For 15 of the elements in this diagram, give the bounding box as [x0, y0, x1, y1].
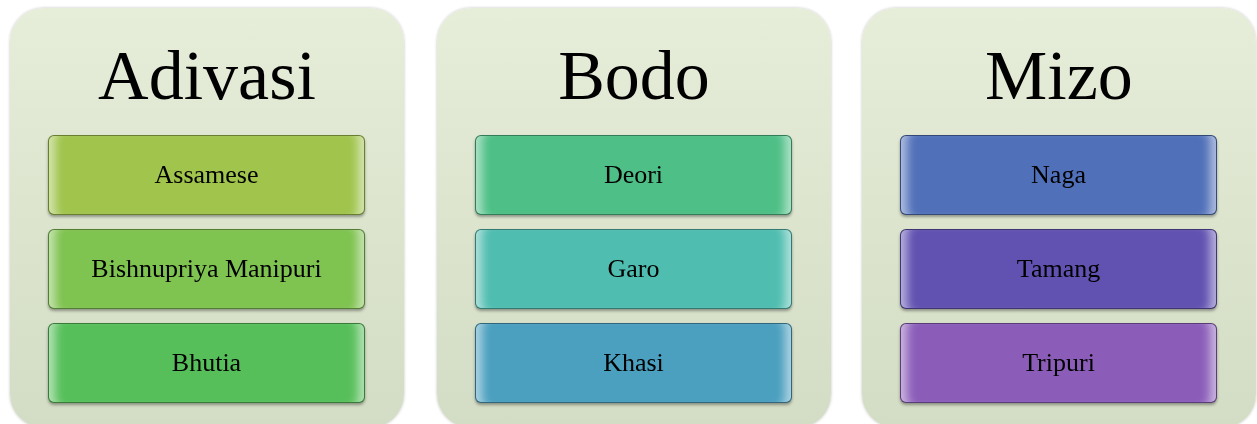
item-box: Bishnupriya Manipuri — [48, 229, 365, 309]
item-box: Tripuri — [900, 323, 1217, 403]
item-box: Garo — [475, 229, 792, 309]
group-title: Adivasi — [97, 36, 317, 116]
item-box: Assamese — [48, 135, 365, 215]
group-title: Mizo — [984, 36, 1134, 116]
group-panel — [10, 8, 404, 424]
item-box: Tamang — [900, 229, 1217, 309]
item-box: Bhutia — [48, 323, 365, 403]
group-panel — [862, 8, 1256, 424]
item-box: Deori — [475, 135, 792, 215]
group-title: Bodo — [557, 36, 711, 116]
group-panel — [437, 8, 831, 424]
item-box: Naga — [900, 135, 1217, 215]
item-box: Khasi — [475, 323, 792, 403]
